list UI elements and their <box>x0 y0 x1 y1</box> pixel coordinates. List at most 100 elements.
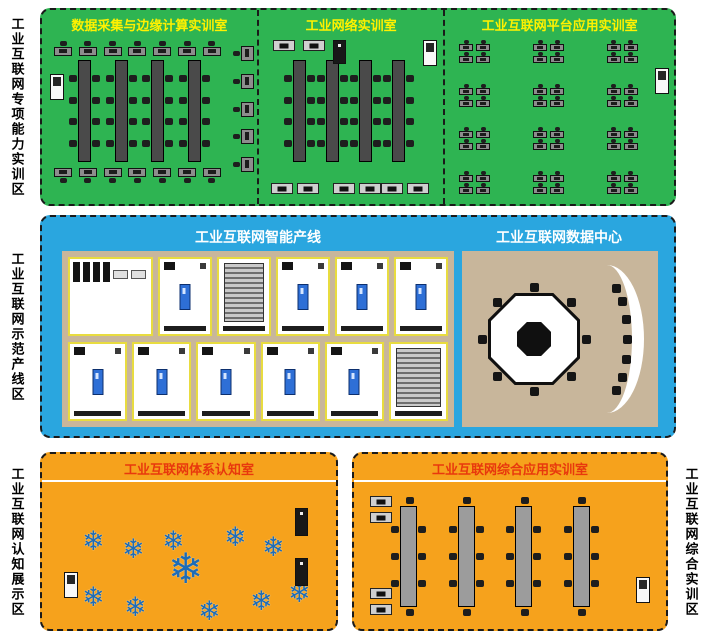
chair-col <box>405 60 415 162</box>
chair <box>612 386 622 396</box>
chair <box>463 182 469 187</box>
pc-desk <box>370 496 392 507</box>
desk-unit <box>533 139 548 151</box>
long-table <box>563 497 600 616</box>
chair <box>201 74 210 82</box>
desk <box>153 168 172 177</box>
desk-unit <box>533 40 548 51</box>
desk <box>606 131 621 139</box>
desk <box>240 46 254 61</box>
chair-col <box>178 60 188 162</box>
room-title: 工业互联网体系认知室 <box>123 462 254 477</box>
chair <box>405 140 414 148</box>
chair <box>537 170 543 175</box>
area-title-smart-line: 工业互联网智能产线 <box>195 229 321 245</box>
desk <box>550 174 565 182</box>
chair <box>554 182 560 187</box>
chair <box>382 74 391 82</box>
chair <box>382 140 391 148</box>
chair <box>480 139 486 144</box>
chair <box>133 41 141 46</box>
machine-dot <box>200 263 206 269</box>
production-cell <box>394 257 448 336</box>
equip-table <box>113 270 128 279</box>
desk-unit <box>623 40 638 51</box>
desk-unit <box>476 95 491 107</box>
pc-desk <box>296 183 319 194</box>
chair <box>520 609 529 616</box>
desk-unit <box>606 182 621 194</box>
chair <box>537 182 543 187</box>
desk <box>78 47 97 56</box>
table-group <box>283 60 414 162</box>
chair <box>537 95 543 100</box>
chair <box>582 335 591 344</box>
desk-unit <box>153 168 172 184</box>
table-group <box>68 60 211 162</box>
desk-unit <box>550 170 565 182</box>
chair <box>201 118 210 126</box>
desk-unit <box>606 40 621 51</box>
chair <box>165 118 174 126</box>
chair <box>339 74 348 82</box>
cabinet <box>423 40 438 66</box>
desk-unit <box>128 40 147 56</box>
chair <box>566 371 576 381</box>
chair <box>537 127 543 132</box>
machine-dot <box>436 263 442 269</box>
rack <box>224 263 264 322</box>
desk-unit <box>623 52 638 63</box>
desk <box>623 131 638 139</box>
desk <box>103 47 122 56</box>
zone-special-skills-training: 数据采集与边缘计算实训室 工业网络实训室 <box>40 8 676 206</box>
workstation-group <box>370 496 392 523</box>
chair <box>554 170 560 175</box>
desk-unit <box>232 73 254 89</box>
machine-bar <box>266 411 314 416</box>
machine-black <box>400 262 411 270</box>
machine-blue <box>284 368 296 395</box>
long-table <box>68 60 101 162</box>
equip-bar <box>103 262 110 282</box>
chair <box>463 170 469 175</box>
desk-unit <box>623 182 638 194</box>
desk <box>54 168 72 177</box>
desk-unit <box>78 168 97 184</box>
chair <box>611 83 617 88</box>
chair <box>372 140 381 148</box>
chair <box>105 96 114 104</box>
chair <box>165 74 174 82</box>
long-table <box>390 497 427 616</box>
production-cell <box>388 342 449 421</box>
slab <box>457 506 475 607</box>
chair <box>506 526 515 533</box>
machine-black <box>202 347 214 355</box>
chair <box>554 127 560 132</box>
divider-line <box>42 480 336 482</box>
snowflake-table-icon: ❄ <box>224 522 247 552</box>
chair <box>349 74 358 82</box>
desk-unit <box>550 182 565 194</box>
cluster <box>459 40 491 63</box>
desk <box>476 131 491 139</box>
cabinet <box>64 572 78 598</box>
chair <box>283 118 292 126</box>
room-system-cognition: 工业互联网体系认知室 ❄❄❄❄❄❄❄❄❄❄❄ <box>40 452 338 631</box>
chair <box>92 74 100 82</box>
chair <box>628 170 634 175</box>
desk <box>459 186 474 194</box>
equip-bar <box>83 262 90 282</box>
machine-bar <box>74 411 122 416</box>
chair <box>339 118 348 126</box>
chair <box>405 497 414 504</box>
production-cell <box>132 342 192 421</box>
long-table <box>105 60 138 162</box>
chair <box>563 526 572 533</box>
cluster <box>459 127 491 151</box>
table-group <box>390 497 600 616</box>
snowflake-table-icon: ❄ <box>250 586 273 616</box>
pc-desk <box>370 604 392 615</box>
chair-col <box>417 506 427 607</box>
chair <box>92 140 100 148</box>
chair <box>109 178 117 183</box>
